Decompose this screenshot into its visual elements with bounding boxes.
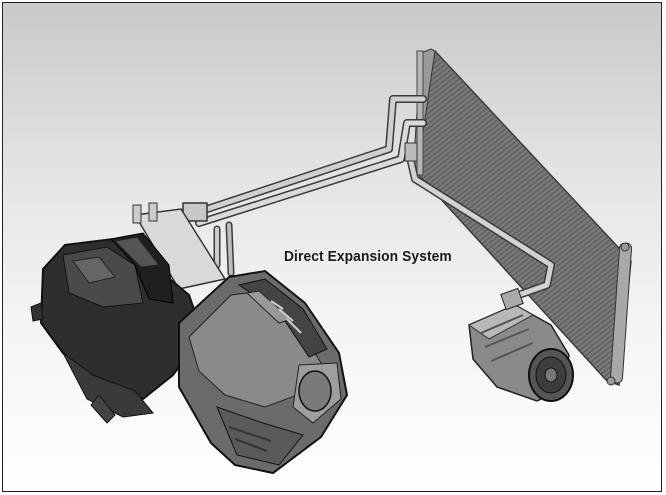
hvac-module: [30, 202, 349, 475]
diagram-caption: Direct Expansion System: [284, 248, 452, 265]
refrigerant-lines: [182, 95, 555, 301]
system-illustration: [30, 48, 633, 475]
compressor: [467, 287, 574, 402]
condenser: [412, 48, 633, 387]
